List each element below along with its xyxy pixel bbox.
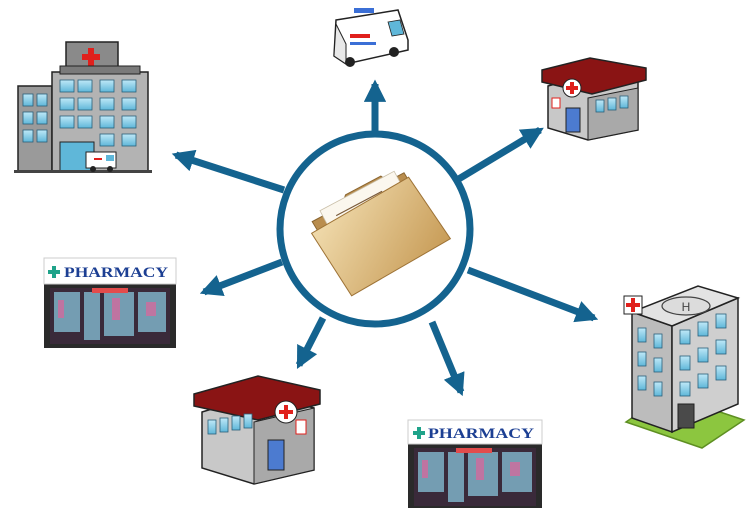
clinic-building-icon <box>193 375 321 485</box>
patient-record-folder-icon <box>310 170 452 297</box>
pharmacy-sign-left: PHARMACY <box>64 265 168 281</box>
arrow-to-clinic-top-right <box>455 127 544 183</box>
arrows <box>171 79 599 397</box>
arrow-to-pharmacy-bottom <box>428 320 465 397</box>
pharmacy-storefront-icon: PHARMACY <box>43 257 177 348</box>
ambulance-icon <box>333 8 409 67</box>
pharmacy-storefront-icon: PHARMACY <box>407 419 543 508</box>
arrow-to-pharmacy-left <box>199 258 284 297</box>
clinic-building-icon <box>541 57 647 141</box>
svg-text:H: H <box>682 300 691 314</box>
pharmacy-sign-bottom: PHARMACY <box>428 426 534 442</box>
arrow-to-helipad-hospital <box>466 266 599 323</box>
parked-ambulance <box>85 151 117 172</box>
arrow-to-hospital-left <box>171 149 286 194</box>
helipad-hospital-icon: H <box>623 285 746 449</box>
hospital-building-icon <box>14 41 152 173</box>
arrow-to-clinic-bottom-left <box>295 316 327 369</box>
